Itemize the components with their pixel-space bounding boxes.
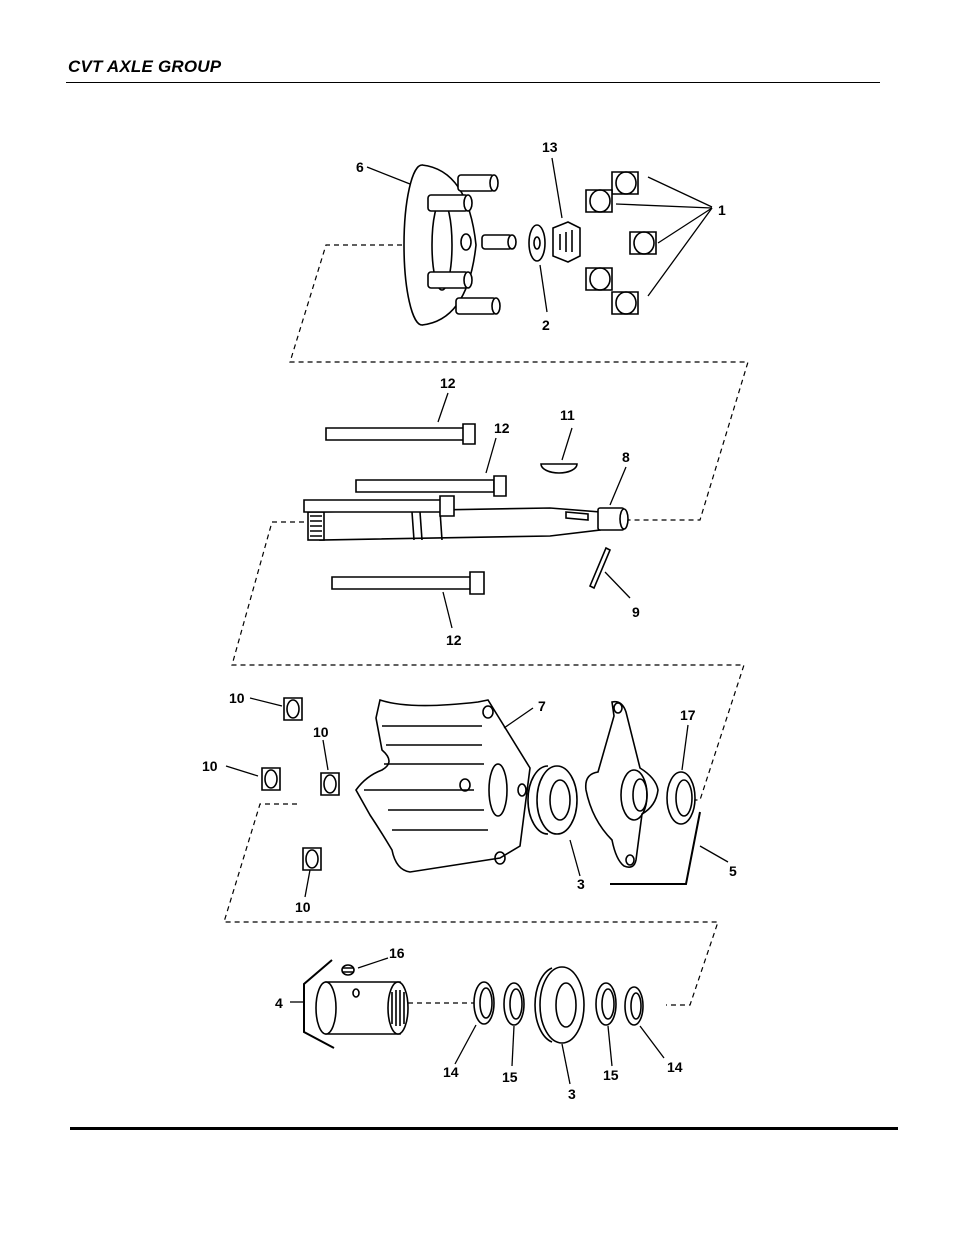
dashed-connector-2 xyxy=(231,521,745,801)
shaft-part xyxy=(307,507,629,541)
page-title: CVT AXLE GROUP xyxy=(68,57,222,76)
nuts-10 xyxy=(261,697,340,871)
callout-9: 9 xyxy=(632,604,640,620)
callout-3b: 3 xyxy=(568,1086,576,1102)
callout-3a: 3 xyxy=(577,876,585,892)
sleeve-part xyxy=(315,981,409,1035)
callout-2: 2 xyxy=(542,317,550,333)
callout-10d: 10 xyxy=(295,899,311,915)
lug-nuts xyxy=(585,171,657,315)
callout-12b: 12 xyxy=(494,420,510,436)
leader-lines-2 xyxy=(437,392,631,629)
callout-15b: 15 xyxy=(603,1067,619,1083)
leader-lines-3 xyxy=(225,697,729,898)
dashed-connector-3 xyxy=(223,803,719,1006)
callout-10b: 10 xyxy=(313,724,329,740)
callout-15a: 15 xyxy=(502,1069,518,1085)
callout-14a: 14 xyxy=(443,1064,459,1080)
hub-part xyxy=(403,164,517,326)
footer-rule xyxy=(70,1127,898,1130)
woodruff-key-part xyxy=(540,463,578,474)
dashed-connector-1 xyxy=(289,244,749,521)
callout-10a: 10 xyxy=(229,690,245,706)
callout-8: 8 xyxy=(622,449,630,465)
callout-13: 13 xyxy=(542,139,558,155)
callout-1: 1 xyxy=(718,202,726,218)
callout-12: 12 xyxy=(440,375,456,391)
axle-housing-part xyxy=(355,698,531,873)
callout-4: 4 xyxy=(275,995,283,1011)
bolts xyxy=(303,423,507,595)
callout-6: 6 xyxy=(356,159,364,175)
rings xyxy=(473,981,644,1026)
set-screw-part xyxy=(341,964,355,976)
callout-14b: 14 xyxy=(667,1059,683,1075)
header-rule xyxy=(66,82,880,83)
washer-part xyxy=(528,224,546,262)
bearing-part-2 xyxy=(534,966,585,1044)
callout-5: 5 xyxy=(729,863,737,879)
callout-11: 11 xyxy=(560,407,575,423)
cotter-pin-part xyxy=(588,546,612,590)
callout-16: 16 xyxy=(389,945,405,961)
bracket-4 xyxy=(303,959,335,1049)
bearing-part xyxy=(527,765,578,835)
callout-12c: 12 xyxy=(446,632,462,648)
bracket-5 xyxy=(610,811,701,885)
leader-lines-4 xyxy=(290,957,665,1085)
castle-nut-part xyxy=(552,221,581,263)
callout-17: 17 xyxy=(680,707,696,723)
bearing-flange-part xyxy=(584,700,659,868)
seal-part xyxy=(666,771,696,825)
leader-lines-1 xyxy=(366,157,713,313)
callout-7: 7 xyxy=(538,698,546,714)
callout-10c: 10 xyxy=(202,758,218,774)
